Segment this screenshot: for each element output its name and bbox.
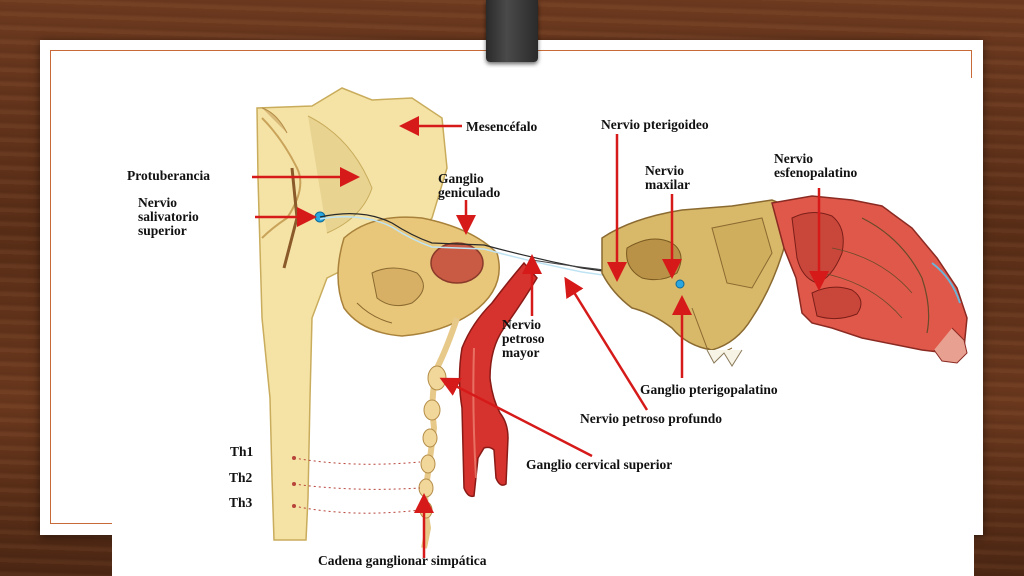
annotation-arrows [252,116,829,558]
carotid-artery [458,261,538,498]
label-nervio-maxilar: Nervio maxilar [645,163,690,192]
label-th3: Th3 [229,495,253,510]
label-th1: Th1 [230,444,254,459]
anatomy-figure: Mesencéfalo Nervio pterigoideo Nervio ma… [112,78,974,576]
label-nervio-pterigoideo: Nervio pterigoideo [601,117,709,132]
binder-clip [486,0,538,62]
temporal-bone [337,216,500,337]
label-cadena-ganglionar: Cadena ganglionar simpática [318,553,487,568]
label-mesencefalo: Mesencéfalo [466,119,538,134]
label-ganglio-cervical-superior: Ganglio cervical superior [526,457,673,472]
skull-base [601,199,793,367]
label-ganglio-geniculado: Ganglio geniculado [438,171,501,200]
anatomy-illustration [252,87,968,558]
label-nervio-esfenopalatino: Nervio esfenopalatino [774,151,858,180]
sympathetic-chain [292,317,460,549]
label-nervio-petroso-mayor: Nervio petroso mayor [502,317,545,360]
label-nervio-salivatorio: Nervio salivatorio superior [138,195,199,238]
label-ganglio-pterigopalatino: Ganglio pterigopalatino [640,382,778,397]
label-th2: Th2 [229,470,253,485]
label-nervio-petroso-profundo: Nervio petroso profundo [580,411,723,426]
nasal-cavity [771,195,968,364]
label-protuberancia: Protuberancia [127,168,210,183]
brainstem [256,87,448,541]
